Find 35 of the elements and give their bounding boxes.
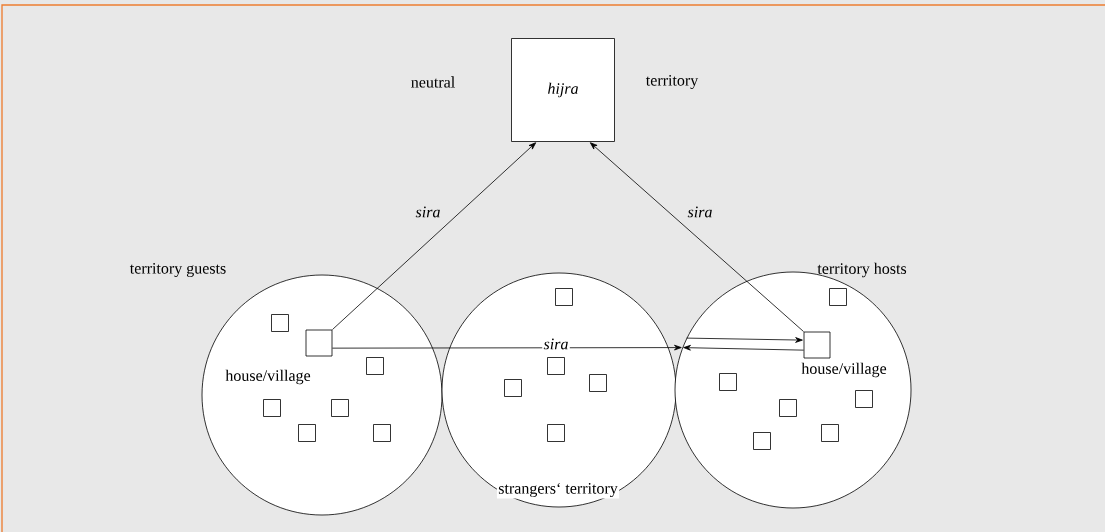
caption-text: house/village xyxy=(801,362,887,378)
house-square xyxy=(855,390,873,408)
edge-label: sira xyxy=(414,205,442,219)
house-square xyxy=(263,399,281,417)
house-square xyxy=(331,399,349,417)
arrow xyxy=(686,337,803,343)
house-square xyxy=(829,288,847,306)
house-square xyxy=(821,424,839,442)
house-square xyxy=(271,314,289,332)
house-square xyxy=(803,331,831,359)
house-square xyxy=(366,357,384,375)
house-square xyxy=(779,399,797,417)
territory-circle xyxy=(441,272,677,508)
house-square xyxy=(719,373,737,391)
house-square xyxy=(298,424,316,442)
edge-label: sira xyxy=(686,205,714,219)
house-square xyxy=(373,424,391,442)
house-square xyxy=(753,432,771,450)
arrow xyxy=(683,344,804,351)
edge-label: sira xyxy=(542,337,570,351)
caption-text: territory guests xyxy=(129,262,226,278)
arrow xyxy=(589,142,804,332)
house-square xyxy=(589,374,607,392)
caption-text: house/village xyxy=(225,369,311,385)
caption-text: territory hosts xyxy=(817,262,907,278)
house-square xyxy=(547,357,565,375)
arrow xyxy=(332,344,682,351)
caption-text: territory xyxy=(645,74,699,89)
house-square xyxy=(305,329,333,357)
territory-box: hijra xyxy=(511,38,615,142)
house-square xyxy=(504,379,522,397)
house-square xyxy=(547,424,565,442)
caption-text: neutral xyxy=(411,76,455,88)
house-square xyxy=(555,288,573,306)
arrow xyxy=(332,142,537,330)
